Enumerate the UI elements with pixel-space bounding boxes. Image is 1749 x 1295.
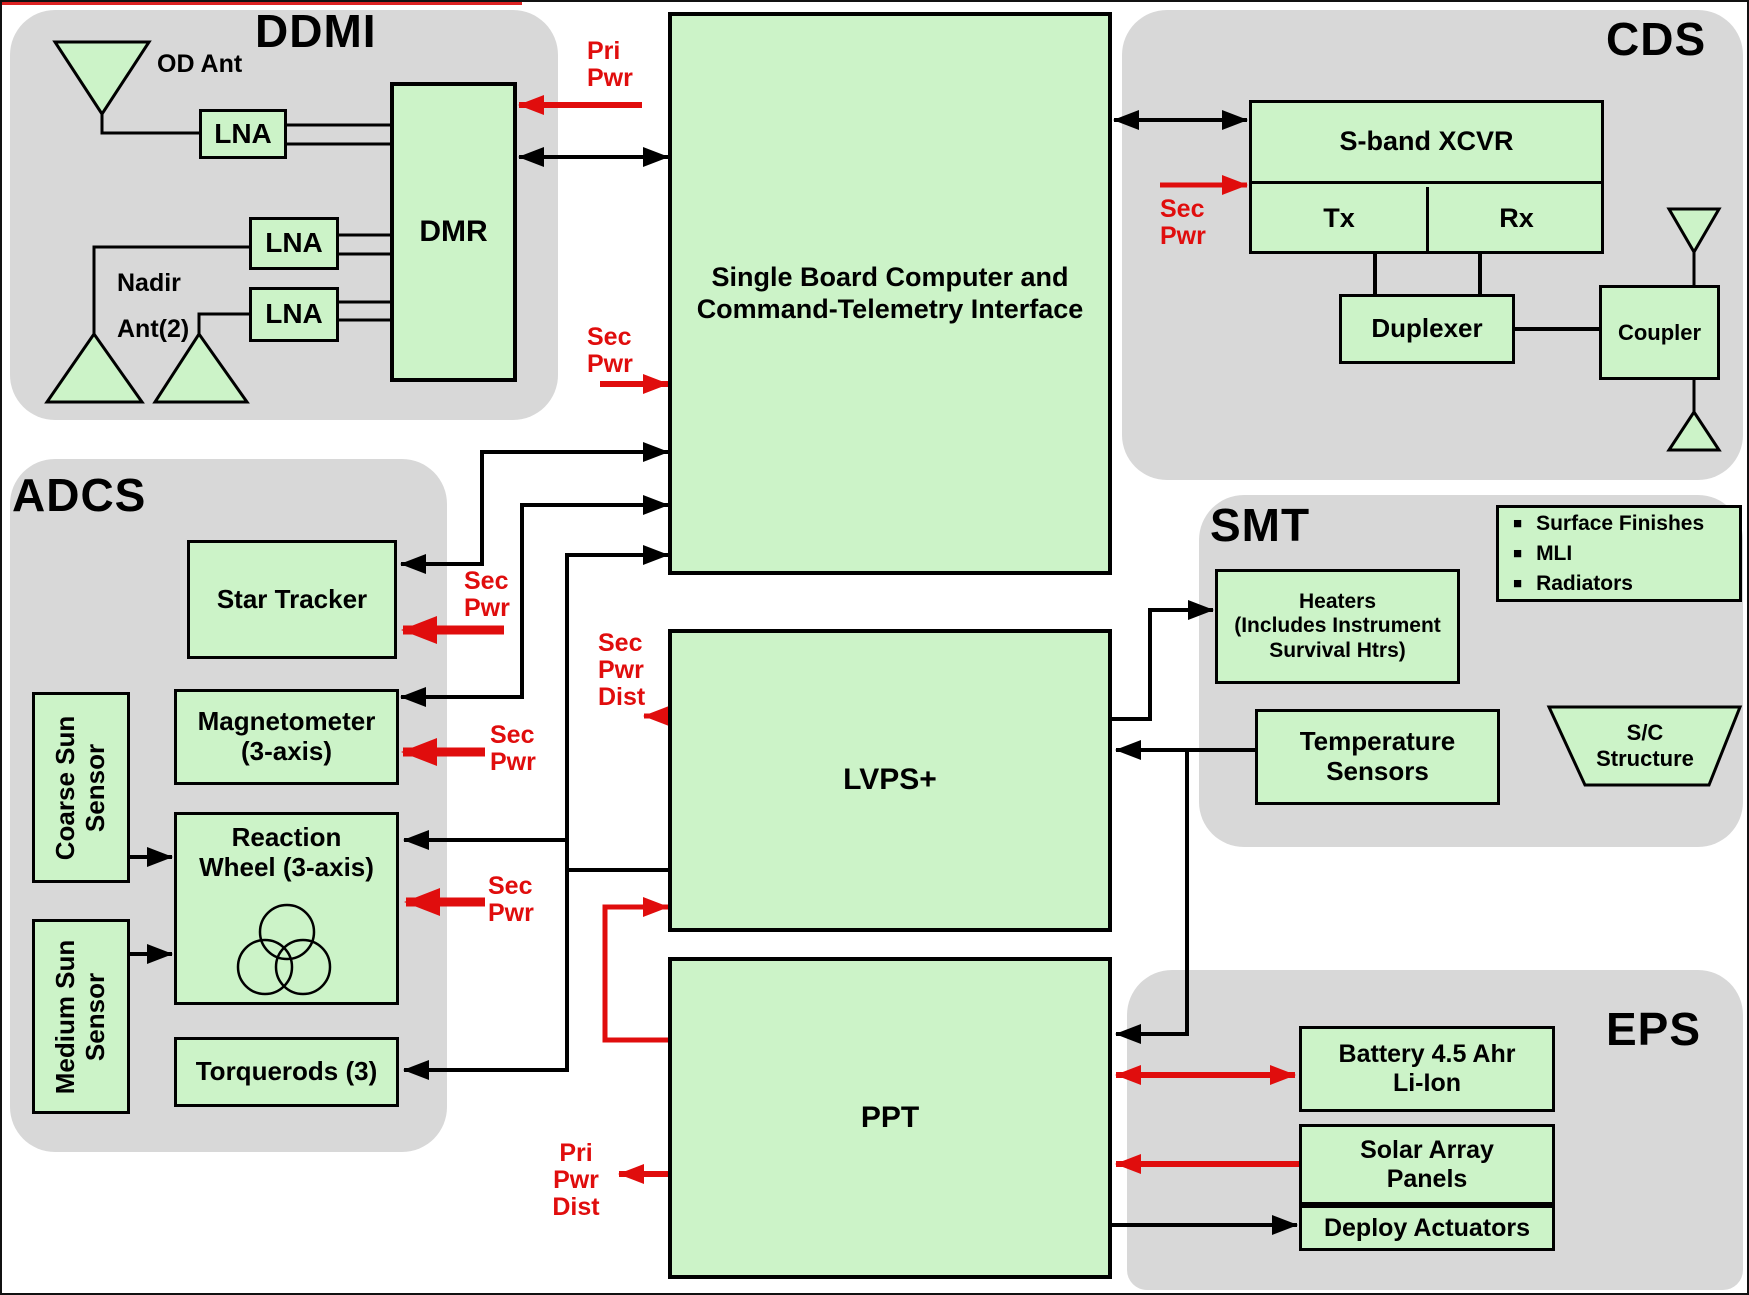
cds-antenna-bottom-icon	[1666, 409, 1722, 452]
rx-cell: Rx	[1499, 203, 1534, 234]
sbc-box: Single Board Computer and Command-Teleme…	[668, 12, 1112, 575]
bullet-label: Surface Finishes	[1536, 511, 1705, 535]
ddmi-title: DDMI	[255, 5, 377, 57]
sec-pwr-dist-label: Sec Pwr Dist	[598, 629, 646, 711]
arrow-sbc-torquerods-bus	[403, 545, 669, 1080]
lvps-box: LVPS+	[668, 629, 1112, 932]
battery-box: Battery 4.5 Ahr Li-Ion	[1299, 1026, 1555, 1112]
bullet-item: ■ MLI	[1513, 539, 1572, 569]
magnetometer-box: Magnetometer (3-axis)	[174, 689, 399, 785]
sec-pwr-star-tracker-label: Sec Pwr	[464, 567, 510, 622]
sec-pwr-reaction-wheel-label: Sec Pwr	[488, 872, 534, 927]
thermal-bullets-box: ■ Surface Finishes ■ MLI ■ Radiators	[1496, 505, 1742, 602]
smt-title: SMT	[1210, 499, 1311, 551]
bullet-item: ■ Radiators	[1513, 569, 1633, 599]
star-tracker-box: Star Tracker	[187, 540, 397, 659]
arrow-sbc-star-tracker	[400, 442, 669, 574]
nadir-antenna-left-icon	[44, 331, 145, 404]
top-border-accent	[2, 2, 522, 5]
arrow-ppt-lvps	[602, 897, 672, 1043]
arrow-lvps-heaters	[1112, 600, 1214, 721]
bullet-icon: ■	[1513, 514, 1523, 532]
reaction-wheel-label: Reaction Wheel (3-axis)	[199, 822, 374, 882]
heaters-box: Heaters (Includes Instrument Survival Ht…	[1215, 569, 1460, 684]
wire-nadirL-lna2	[92, 245, 249, 334]
lna1-box: LNA	[199, 109, 287, 159]
cds-title: CDS	[1606, 13, 1707, 65]
bullet-icon: ■	[1513, 574, 1523, 592]
sec-pwr-xcvr-label: Sec Pwr	[1160, 195, 1206, 250]
sc-structure-label: S/C Structure	[1596, 720, 1694, 771]
reaction-wheel-box: Reaction Wheel (3-axis)	[174, 812, 399, 1005]
medium-sun-sensor-label: Medium Sun Sensor	[50, 939, 110, 1094]
lna2-box: LNA	[249, 217, 339, 270]
medium-sun-sensor-box: Medium Sun Sensor	[32, 919, 130, 1114]
deploy-actuators-box: Deploy Actuators	[1299, 1205, 1555, 1251]
bullet-item: ■ Surface Finishes	[1513, 509, 1704, 539]
temperature-sensors-box: Temperature Sensors	[1255, 709, 1500, 805]
od-antenna-icon	[52, 40, 152, 117]
reaction-wheel-icon	[236, 903, 332, 996]
nadir-antenna-right-icon	[152, 331, 250, 404]
torquerods-box: Torquerods (3)	[174, 1037, 399, 1107]
coupler-box: Coupler	[1599, 285, 1720, 380]
bullet-label: MLI	[1536, 541, 1573, 565]
pri-pwr-dist-label: Pri Pwr Dist	[552, 1139, 600, 1221]
pri-pwr-label: Pri Pwr	[587, 37, 633, 92]
dmr-box: DMR	[390, 82, 517, 382]
solar-array-box: Solar Array Panels	[1299, 1124, 1555, 1205]
tx-cell: Tx	[1252, 187, 1429, 251]
bullet-label: Radiators	[1536, 571, 1633, 595]
duplexer-box: Duplexer	[1339, 294, 1515, 364]
xcvr-assembly-box: S-band XCVR Tx Rx	[1249, 100, 1604, 254]
eps-title: EPS	[1606, 1003, 1702, 1055]
sec-pwr-magnetometer-label: Sec Pwr	[490, 721, 536, 776]
coarse-sun-sensor-box: Coarse Sun Sensor	[32, 692, 130, 883]
lna3-box: LNA	[249, 287, 339, 342]
sband-xcvr-cell: S-band XCVR	[1252, 103, 1601, 184]
sc-structure-shape	[1546, 705, 1743, 787]
adcs-title: ADCS	[12, 469, 147, 521]
sec-pwr-sbc-label: Sec Pwr	[587, 323, 633, 378]
wire-odant-lna	[100, 112, 199, 135]
od-ant-label: OD Ant	[157, 50, 243, 78]
arrow-tempsensors-ppt	[1115, 750, 1189, 1044]
nadir-ant-label: Nadir Ant(2)	[117, 269, 190, 343]
bullet-icon: ■	[1513, 544, 1523, 562]
ppt-box: PPT	[668, 957, 1112, 1279]
wire-nadirR-lna3	[197, 312, 249, 334]
coarse-sun-sensor-label: Coarse Sun Sensor	[50, 715, 110, 860]
cds-antenna-top-icon	[1666, 207, 1722, 255]
